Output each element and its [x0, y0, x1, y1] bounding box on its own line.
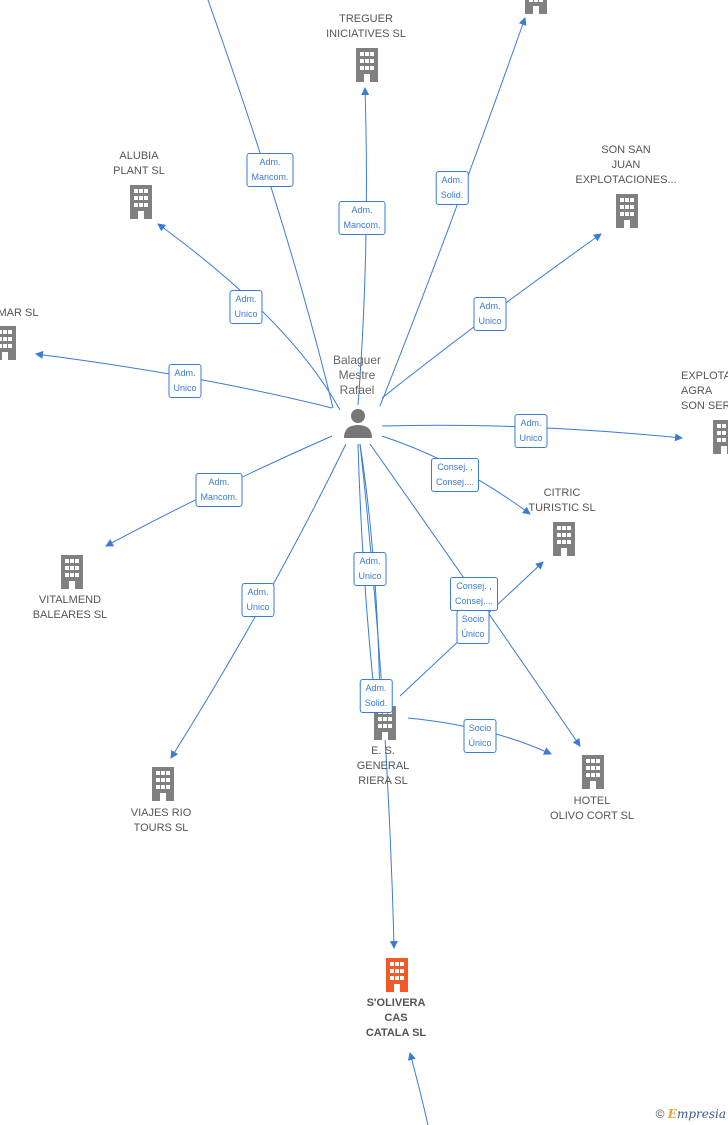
copyright-notice: © Empresia: [656, 1107, 726, 1121]
company-label-alubia[interactable]: ALUBIA PLANT SL: [113, 150, 165, 177]
person-icon[interactable]: [343, 408, 373, 438]
edge-label-citric-socio[interactable]: Socio Único: [456, 610, 490, 644]
company-label-viajes[interactable]: VIAJES RIO TOURS SL: [130, 807, 192, 834]
edge-label-citric[interactable]: Consej. , Consej....: [430, 458, 480, 492]
edge-label-explota[interactable]: Adm. Unico: [514, 414, 548, 448]
edge-label-alubia[interactable]: Adm. Unico: [229, 290, 263, 324]
company-label-es-general[interactable]: E. S. GENERAL RIERA SL: [356, 745, 410, 787]
edge-top-right: [379, 17, 527, 407]
copyright-symbol: ©: [655, 1107, 665, 1121]
company-label-son-san-juan[interactable]: SON SAN JUAN EXPLOTACIONES...: [575, 144, 677, 186]
center-person-name[interactable]: Balaguer Mestre Rafael: [332, 353, 382, 397]
edge-label-top-left[interactable]: Adm. Mancom.: [246, 153, 294, 187]
building-icon[interactable]: [57, 555, 87, 589]
edge-label-hotel-socio[interactable]: Socio Único: [463, 719, 497, 753]
company-label-explota[interactable]: EXPLOTA AGRA SON SER: [681, 370, 728, 412]
edge-alubia: [157, 223, 341, 411]
edge-label-viajes[interactable]: Adm. Unico: [241, 583, 275, 617]
building-icon[interactable]: [521, 0, 551, 14]
focus-building-icon[interactable]: [382, 958, 412, 992]
edge-label-hotel[interactable]: Consej. , Consej....: [449, 577, 499, 611]
company-label-citric[interactable]: CITRIC TURISTIC SL: [528, 487, 596, 514]
brand-logo: Empresia: [667, 1107, 726, 1121]
edge-label-es-general-2[interactable]: Adm. Solid.: [359, 679, 393, 713]
company-label-hotel[interactable]: HOTEL OLIVO CORT SL: [550, 795, 634, 822]
edge-label-son-san-juan[interactable]: Adm. Unico: [473, 297, 507, 331]
building-icon[interactable]: [126, 185, 156, 219]
edge-top-left: [207, 0, 334, 409]
edge-label-es-general-1[interactable]: Adm. Unico: [353, 552, 387, 586]
edge-treguer: [357, 87, 370, 406]
building-icon[interactable]: [549, 522, 579, 556]
building-icon[interactable]: [578, 755, 608, 789]
company-label-mar[interactable]: MAR SL: [0, 307, 39, 319]
building-icon[interactable]: [612, 194, 642, 228]
edge-label-treguer[interactable]: Adm. Mancom.: [338, 201, 386, 235]
company-label-solivera[interactable]: S'OLIVERA CAS CATALA SL: [365, 997, 427, 1039]
edge-label-vitalmend[interactable]: Adm. Mancom.: [195, 473, 243, 507]
building-icon[interactable]: [352, 48, 382, 82]
edge-label-top-right[interactable]: Adm. Solid.: [435, 171, 469, 205]
edge-bottom-incoming: [407, 1052, 429, 1125]
building-icon[interactable]: [0, 326, 20, 360]
edge-label-mar[interactable]: Adm. Unico: [168, 364, 202, 398]
company-label-vitalmend[interactable]: VITALMEND BALEARES SL: [32, 594, 108, 621]
building-icon[interactable]: [709, 420, 728, 454]
company-label-treguer[interactable]: TREGUER INICIATIVES SL: [326, 13, 406, 40]
building-icon[interactable]: [148, 767, 178, 801]
